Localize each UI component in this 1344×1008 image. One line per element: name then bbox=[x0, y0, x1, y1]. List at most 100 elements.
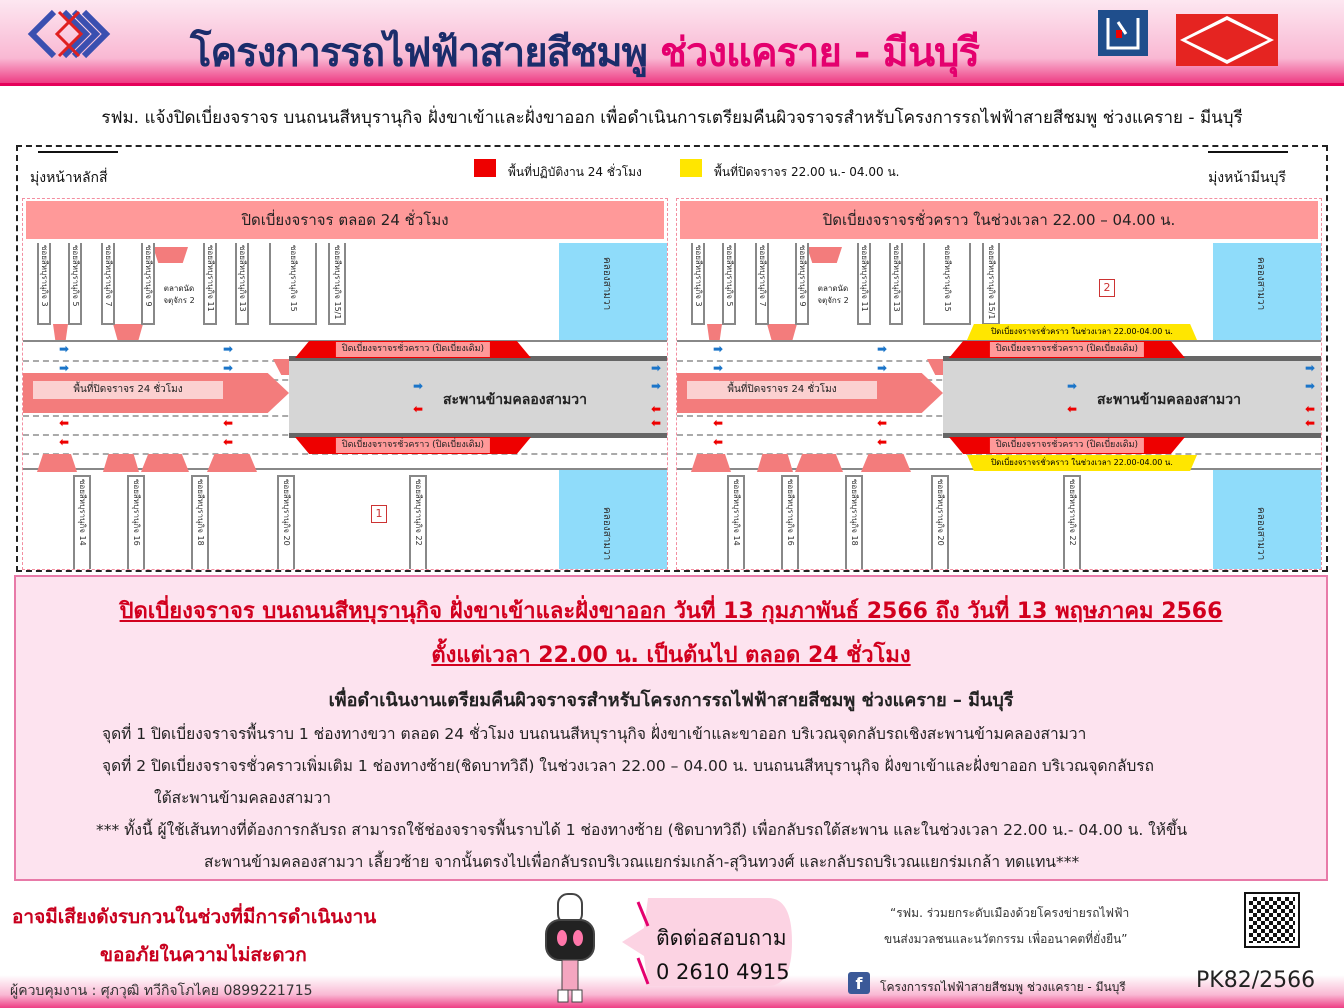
qr-code[interactable] bbox=[1244, 892, 1300, 948]
arrow-right-icon: ➡ bbox=[413, 379, 424, 393]
bottom-soi: ซอยสีหบุรานุกิจ 22 bbox=[1063, 475, 1081, 569]
arrow-left-icon: ⬅ bbox=[651, 416, 662, 430]
soi-label: ซอยสีหบุรานุกิจ 14 bbox=[78, 479, 87, 546]
top-soi: ซอยสีหบุรานุกิจ 7 bbox=[755, 243, 769, 325]
top-soi: ซอยสีหบุรานุกิจ 9 bbox=[795, 243, 809, 325]
arrow-right-icon: ➡ bbox=[1067, 379, 1078, 393]
top-soi: ซอยสีหบุรานุกิจ 3 bbox=[691, 243, 705, 325]
slogan-line-2: ขนส่งมวลชนและนวัตกรรม เพื่ออนาคตที่ยั่งย… bbox=[884, 932, 1128, 946]
arrow-left-icon: ⬅ bbox=[877, 435, 888, 449]
soi-label: ซอยสีหบุรานุกิจ 7 bbox=[104, 245, 113, 307]
arrow-right-icon: ➡ bbox=[713, 342, 724, 356]
bottom-soi: ซอยสีหบุรานุกิจ 20 bbox=[931, 475, 949, 569]
work-area-taper bbox=[103, 454, 139, 472]
arrow-right-icon: ➡ bbox=[1305, 379, 1316, 393]
arrow-left-icon: ⬅ bbox=[223, 435, 234, 449]
panel-banner: ปิดเบี่ยงจราจร ตลอด 24 ชั่วโมง bbox=[26, 201, 664, 239]
top-soi: ซอยสีหบุรานุกิจ 15/1 bbox=[982, 243, 1000, 325]
mascot-icon bbox=[545, 893, 595, 1003]
arrow-left-icon: ⬅ bbox=[223, 416, 234, 430]
canal-label: คลองสามวา bbox=[1255, 257, 1266, 311]
panel-banner: ปิดเบี่ยงจราจรชั่วคราว ในช่วงเวลา 22.00 … bbox=[680, 201, 1318, 239]
arrow-left-icon: ⬅ bbox=[651, 402, 662, 416]
lane-divider bbox=[23, 453, 667, 455]
top-soi: ซอยสีหบุรานุกิจ 5 bbox=[722, 243, 736, 325]
bridge bbox=[289, 356, 667, 438]
arrow-right-icon: ➡ bbox=[877, 361, 888, 375]
soi-label: ซอยสีหบุรานุกิจ 15/1 bbox=[333, 245, 342, 320]
notice-note-a: *** ทั้งนี้ ผู้ใช้เส้นทางที่ต้องการกลับร… bbox=[96, 821, 1188, 839]
arrow-left-icon: ⬅ bbox=[1305, 416, 1316, 430]
contact-phone[interactable]: 0 2610 4915 bbox=[656, 960, 790, 984]
legend-label-red: พื้นที่ปฏิบัติงาน 24 ชั่วโมง bbox=[508, 165, 642, 179]
work-area-taper bbox=[707, 324, 722, 340]
bottom-soi: ซอยสีหบุรานุกิจ 16 bbox=[781, 475, 799, 569]
traffic-diagram: มุ่งหน้าหลักสี่ มุ่งหน้ามีนบุรี พื้นที่ป… bbox=[16, 145, 1328, 572]
arrow-left-icon: ⬅ bbox=[1067, 402, 1078, 416]
work-area-taper bbox=[757, 454, 793, 472]
closure-strip-label: ปิดเบี่ยงจราจรชั่วคราว (ปิดเบี่ยงเดิม) bbox=[989, 438, 1145, 453]
soi-label: ซอยสีหบุรานุกิจ 11 bbox=[206, 245, 215, 312]
soi-label: ซอยสีหบุรานุกิจ 18 bbox=[850, 479, 859, 546]
bridge bbox=[943, 356, 1321, 438]
yellow-closure-top: ปิดเบี่ยงจราจรชั่วคราว ในช่วงเวลา 22.00-… bbox=[967, 324, 1197, 340]
title-main: โครงการรถไฟฟ้าสายสีชมพู bbox=[190, 30, 648, 76]
work-area-taper bbox=[861, 454, 911, 472]
arrow-right-icon: ➡ bbox=[651, 379, 662, 393]
closure-strip-label: ปิดเบี่ยงจราจรชั่วคราว (ปิดเบี่ยงเดิม) bbox=[335, 438, 491, 453]
closed-area-24h: พื้นที่ปิดจราจร 24 ชั่วโมง bbox=[23, 373, 289, 413]
soi-label: ซอยสีหบุรานุกิจ 5 bbox=[71, 245, 80, 307]
arrow-left-icon bbox=[38, 151, 118, 153]
nbm-logo bbox=[1098, 10, 1148, 56]
soi-label: ซอยสีหบุรานุกิจ 15/1 bbox=[987, 245, 996, 320]
legend-swatch-yellow bbox=[680, 159, 702, 177]
arrow-right-icon: ➡ bbox=[223, 361, 234, 375]
top-soi: ซอยสีหบุรานุกิจ 13 bbox=[235, 243, 249, 325]
bottom-soi: ซอยสีหบุรานุกิจ 16 bbox=[127, 475, 145, 569]
arrow-right-icon: ➡ bbox=[59, 361, 70, 375]
direction-left: มุ่งหน้าหลักสี่ bbox=[30, 170, 108, 186]
stecon-logo bbox=[1176, 14, 1278, 66]
arrow-left-icon: ⬅ bbox=[59, 435, 70, 449]
soi-label: ซอยสีหบุรานุกิจ 16 bbox=[786, 479, 795, 546]
bridge-label: สะพานข้ามคลองสามวา bbox=[443, 392, 587, 408]
top-soi: ซอยสีหบุรานุกิจ 15 bbox=[923, 243, 971, 325]
soi-label: ซอยสีหบุรานุกิจ 5 bbox=[725, 245, 734, 307]
facebook-page[interactable]: โครงการรถไฟฟ้าสายสีชมพู ช่วงแคราย - มีนบ… bbox=[880, 980, 1126, 994]
direction-right: มุ่งหน้ามีนบุรี bbox=[1208, 170, 1286, 186]
panel-night: ปิดเบี่ยงจราจรชั่วคราว ในช่วงเวลา 22.00 … bbox=[676, 198, 1322, 570]
soi-label: ซอยสีหบุรานุกิจ 16 bbox=[132, 479, 141, 546]
canal-label: คลองสามวา bbox=[601, 507, 612, 561]
soi-label: ซอยสีหบุรานุกิจ 20 bbox=[936, 479, 945, 546]
work-area-taper bbox=[767, 324, 797, 340]
closure-strip-bottom: ปิดเบี่ยงจราจรชั่วคราว (ปิดเบี่ยงเดิม) bbox=[295, 437, 531, 454]
notice-headline-2: ตั้งแต่เวลา 22.00 น. เป็นต้นไป ตลอด 24 ช… bbox=[431, 643, 911, 668]
closed-area-24h: พื้นที่ปิดจราจร 24 ชั่วโมง bbox=[677, 373, 943, 413]
notice-point-2a: จุดที่ 2 ปิดเบี่ยงจราจรชั่วคราวเพิ่มเติม… bbox=[102, 757, 1155, 775]
soi-label: ซอยสีหบุรานุกิจ 3 bbox=[40, 245, 49, 307]
arrow-left-icon: ⬅ bbox=[59, 416, 70, 430]
slogan-line-1: “รฟม. ร่วมยกระดับเมืองด้วยโครงข่ายรถไฟฟ้… bbox=[890, 906, 1130, 920]
closure-strip-bottom: ปิดเบี่ยงจราจรชั่วคราว (ปิดเบี่ยงเดิม) bbox=[949, 437, 1185, 454]
document-code: PK82/2566 bbox=[1196, 968, 1316, 993]
notice-box: ปิดเบี่ยงจราจร บนถนนสีหบุรานุกิจ ฝั่งขาเ… bbox=[14, 575, 1328, 881]
work-area-taper bbox=[141, 454, 189, 472]
bottom-soi: ซอยสีหบุรานุกิจ 14 bbox=[73, 475, 91, 569]
apology-line-1: อาจมีเสียงดังรบกวนในช่วงที่มีการดำเนินงา… bbox=[12, 906, 377, 928]
arrow-left-icon: ⬅ bbox=[413, 402, 424, 416]
soi-label: ซอยสีหบุรานุกิจ 3 bbox=[694, 245, 703, 307]
closure-strip-top: ปิดเบี่ยงจราจรชั่วคราว (ปิดเบี่ยงเดิม) bbox=[949, 341, 1185, 358]
callout-marker: 1 bbox=[371, 505, 387, 523]
work-area-taper bbox=[207, 454, 257, 472]
subtitle: รฟม. แจ้งปิดเบี่ยงจราจร บนถนนสีหบุรานุกิ… bbox=[101, 108, 1243, 128]
soi-label: ซอยสีหบุรานุกิจ 15 bbox=[943, 245, 952, 312]
work-area-taper bbox=[113, 324, 143, 340]
arrow-right-icon: ➡ bbox=[713, 361, 724, 375]
work-area-taper bbox=[53, 324, 68, 340]
closed-area-label: พื้นที่ปิดจราจร 24 ชั่วโมง bbox=[687, 381, 877, 399]
contact-bubble bbox=[622, 898, 792, 986]
arrow-left-icon: ⬅ bbox=[713, 416, 724, 430]
bottom-soi: ซอยสีหบุรานุกิจ 18 bbox=[191, 475, 209, 569]
notice-point-2b: ใต้สะพานข้ามคลองสามวา bbox=[154, 789, 331, 807]
soi-label: ซอยสีหบุรานุกิจ 13 bbox=[892, 245, 901, 312]
